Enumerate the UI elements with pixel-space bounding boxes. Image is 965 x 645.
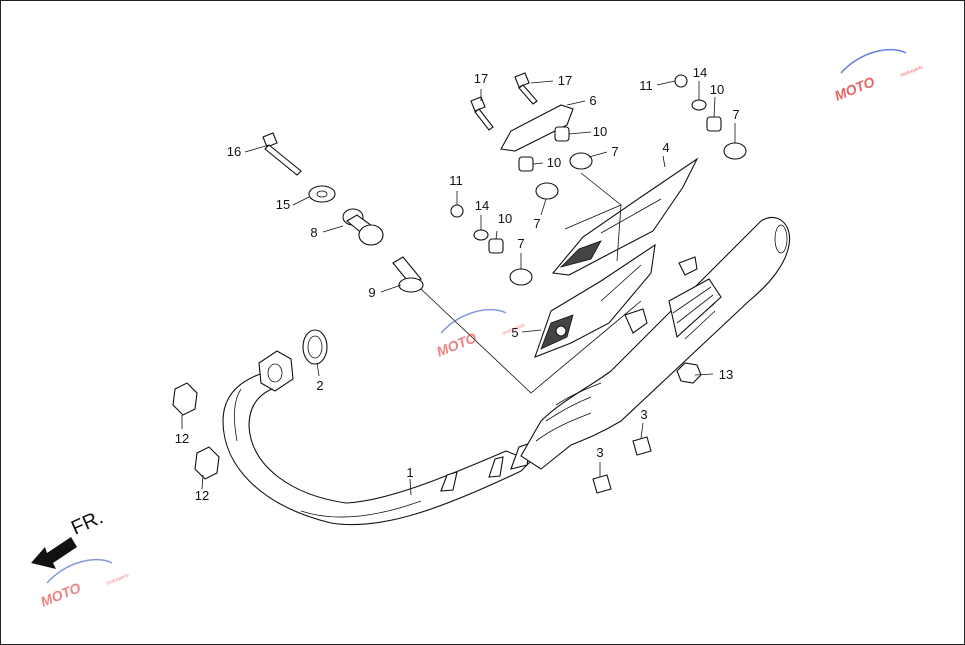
gasket-2 [302, 329, 328, 365]
callout-9: 9 [368, 285, 375, 300]
callout-5: 5 [511, 325, 518, 340]
bolt-17-left [470, 96, 494, 131]
grommet-7b [535, 182, 559, 200]
spacer-10a [554, 126, 570, 142]
watermark-brand-1: MOTO [832, 73, 877, 104]
callout-2: 2 [316, 378, 323, 393]
washer-14a [473, 229, 489, 241]
callout-16: 16 [227, 144, 241, 159]
callout-10c: 10 [498, 211, 512, 226]
nut-12-lower [194, 446, 220, 480]
watermark-tagline-1: motorparts [900, 64, 925, 79]
watermark-top-right: MOTO motorparts [832, 48, 925, 104]
clip-3b [632, 436, 652, 456]
callout-3b: 3 [640, 407, 647, 422]
grommet-8 [342, 208, 384, 246]
callout-labels: 1 2 3 3 4 5 6 7 7 7 7 8 9 10 10 10 10 11… [175, 65, 740, 503]
callout-6: 6 [589, 93, 596, 108]
muffler [520, 216, 791, 470]
spacer-10c [488, 238, 504, 254]
watermark-brand-2: MOTO [434, 329, 479, 360]
collar-9 [392, 256, 424, 293]
callout-12b: 12 [195, 488, 209, 503]
callout-17b: 17 [558, 73, 572, 88]
bracket-plate-6 [500, 104, 574, 152]
clip-3a [592, 474, 612, 494]
callout-7a: 7 [611, 144, 618, 159]
watermark-brand-3: MOTO [38, 579, 83, 610]
screw-11a [450, 204, 464, 218]
washer-15 [308, 185, 336, 203]
callout-17a: 17 [474, 71, 488, 86]
callout-7d: 7 [732, 107, 739, 122]
grommet-7c [509, 268, 533, 286]
callout-10b: 10 [547, 155, 561, 170]
callout-1: 1 [406, 465, 413, 480]
heat-shield-upper [551, 157, 699, 276]
callout-10d: 10 [710, 82, 724, 97]
callout-14a: 14 [475, 198, 489, 213]
nut-13 [676, 362, 702, 384]
watermark-tagline-3: motorparts [106, 572, 131, 587]
leader-lines [181, 80, 736, 496]
spacer-10d [706, 116, 722, 132]
callout-4: 4 [662, 140, 669, 155]
callout-3a: 3 [596, 445, 603, 460]
callout-10a: 10 [593, 124, 607, 139]
front-label: FR. [68, 506, 106, 539]
heat-shield-lower [534, 243, 656, 358]
callout-14b: 14 [693, 65, 707, 80]
arrow-left-icon [31, 537, 77, 569]
bolt-17-right [514, 72, 538, 105]
nut-12-upper [172, 382, 198, 416]
washer-14b [691, 99, 707, 111]
callout-15: 15 [276, 197, 290, 212]
callout-7b: 7 [533, 216, 540, 231]
bolt-16 [262, 132, 302, 176]
callout-8: 8 [310, 225, 317, 240]
spacer-10b [518, 156, 534, 172]
screw-11b [674, 74, 688, 88]
callout-13: 13 [719, 367, 733, 382]
exhaust-pipe [222, 350, 532, 526]
callout-12a: 12 [175, 431, 189, 446]
grommet-7a [569, 152, 593, 170]
callout-7c: 7 [517, 236, 524, 251]
callout-11a: 11 [449, 173, 463, 188]
callout-11b: 11 [639, 78, 653, 93]
grommet-7d [723, 142, 747, 160]
